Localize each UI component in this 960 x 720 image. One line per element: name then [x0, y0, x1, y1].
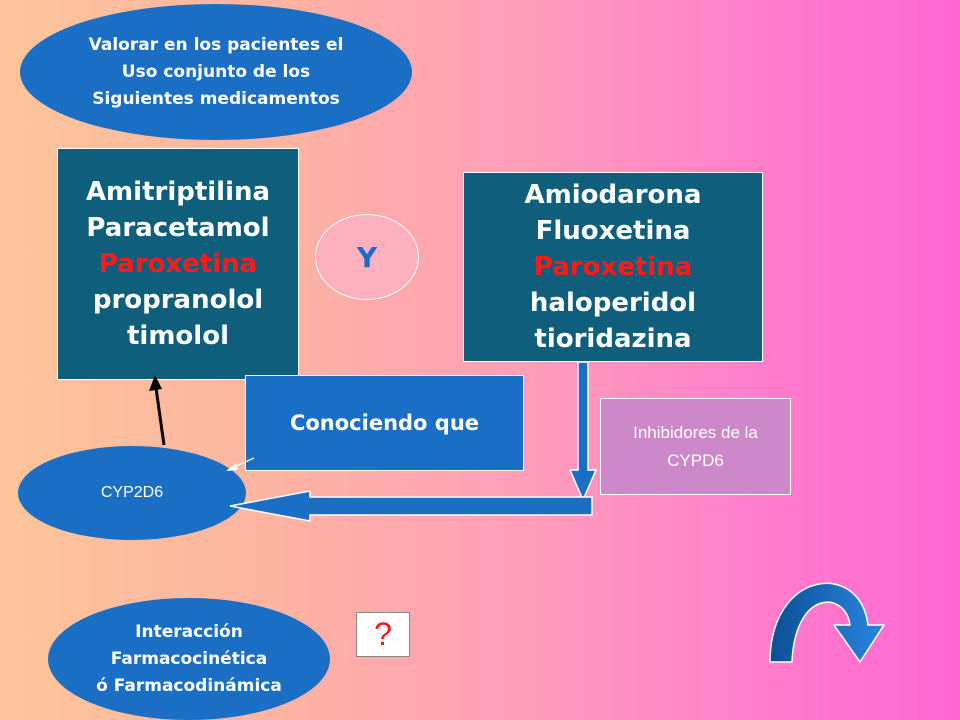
curved-arrow-icon	[769, 582, 886, 664]
connector-circle: Y	[315, 214, 419, 300]
top-note-ellipse: Valorar en los pacientes el Uso conjunto…	[20, 4, 412, 140]
arrow-down-icon	[568, 361, 598, 502]
arrow-left-icon	[229, 490, 593, 522]
inhibitors-line-2: CYPD6	[667, 450, 724, 470]
interaction-line-2: Farmacocinética	[110, 648, 268, 669]
top-note-line-2: Uso conjunto de los	[121, 61, 311, 82]
left-drug-item: Paracetamol	[86, 213, 270, 243]
right-drug-item: Amiodarona	[524, 180, 702, 210]
right-drug-item: Fluoxetina	[535, 216, 691, 246]
question-box: ?	[356, 612, 410, 657]
top-note-line-3: Siguientes medicamentos	[92, 88, 340, 109]
left-drug-item: Amitriptilina	[85, 177, 271, 207]
arrow-up-icon	[149, 375, 166, 446]
right-drug-item: haloperidol	[529, 288, 697, 318]
conociendo-box: Conociendo que	[245, 375, 524, 471]
inhibitors-line-1: Inhibidores de la	[633, 422, 758, 442]
right-drug-item-highlighted: Paroxetina	[533, 252, 693, 282]
top-note-line-1: Valorar en los pacientes el	[88, 34, 344, 55]
left-drug-list: Amitriptilina Paracetamol Paroxetina pro…	[57, 148, 299, 380]
interaction-line-3: ó Farmacodinámica	[96, 675, 282, 696]
left-drug-item: timolol	[127, 321, 229, 351]
enzyme-ellipse: CYP2D6	[18, 446, 246, 540]
right-drug-item: tioridazina	[534, 324, 692, 354]
interaction-line-1: Interacción	[135, 621, 243, 642]
right-drug-list: Amiodarona Fluoxetina Paroxetina haloper…	[463, 172, 763, 362]
interaction-ellipse: Interacción Farmacocinética ó Farmacodin…	[48, 598, 330, 720]
conociendo-label: Conociendo que	[289, 411, 480, 435]
arrow-small-icon	[226, 457, 255, 471]
question-mark: ?	[374, 616, 392, 652]
left-drug-item: propranolol	[92, 285, 264, 315]
enzyme-label: CYP2D6	[100, 484, 164, 501]
connector-label: Y	[356, 240, 378, 274]
inhibitors-box: Inhibidores de la CYPD6	[600, 398, 791, 495]
left-drug-item-highlighted: Paroxetina	[98, 249, 258, 279]
